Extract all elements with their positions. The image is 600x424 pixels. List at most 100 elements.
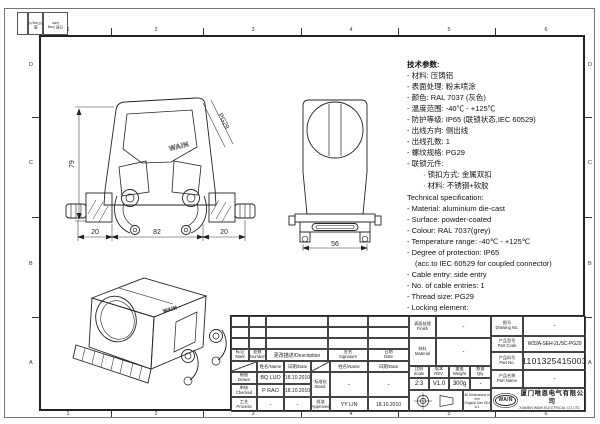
- corner-stub-dwgno: 图号/Dwg.No: [28, 12, 43, 35]
- tech-spec-en: Technical specification: - Material: alu…: [407, 192, 585, 335]
- hood-left-window: [118, 160, 150, 197]
- finish-value: -: [436, 316, 491, 338]
- company-name-cn: 厦门唯恩电气有限公司: [520, 389, 584, 405]
- grid-tick: [301, 28, 302, 35]
- standardized-date: -: [368, 372, 409, 397]
- revision-empty-cell: [368, 316, 409, 327]
- first-angle-projection-icon: [414, 392, 454, 410]
- revision-empty-cell: [266, 327, 328, 338]
- hood-outline: [103, 97, 217, 206]
- grid-tick: [111, 410, 112, 417]
- iso-latch-pivot-lower: [181, 349, 195, 363]
- side-flange-bottom: [299, 221, 371, 233]
- part-code-value: W32A-SEH-2L/SC-PG29: [523, 336, 586, 352]
- grid-tick: [585, 217, 592, 218]
- grid-tick: [301, 410, 302, 417]
- standardized-name: -: [330, 372, 368, 397]
- side-foot-left: [299, 231, 311, 243]
- left-flange-hatch: [87, 199, 109, 223]
- svg-text:WAIN: WAIN: [169, 141, 190, 153]
- spec-line: - Material: aluminium die-cast: [407, 204, 505, 213]
- revision-empty-cell: [231, 327, 249, 338]
- weight-value: 300g: [449, 378, 470, 390]
- grid-number-bottom: 6: [544, 411, 548, 417]
- spec-line: - Colour: RAL 7037(grey): [407, 226, 491, 235]
- grid-tick: [495, 410, 496, 417]
- spec-line: (acc.to IEC 60529 for coupled connector): [415, 259, 552, 268]
- dim-middle-label: 82: [153, 229, 161, 236]
- name-header: 姓名/Name: [330, 361, 368, 372]
- grid-number-bottom: 3: [251, 411, 255, 417]
- grid-tick: [111, 28, 112, 35]
- checked-name: P RAO: [257, 384, 284, 397]
- right-flange: [208, 192, 236, 223]
- date-header: 日期/Date: [368, 361, 409, 372]
- grid-tick: [585, 117, 592, 118]
- approved-date: 18.10.2010: [368, 397, 409, 412]
- left-flange: [85, 192, 113, 223]
- revision-empty-cell: [249, 327, 266, 338]
- spec-line: - 联锁元件:: [407, 159, 444, 168]
- rev-value: V1.0: [429, 378, 449, 390]
- spec-line: - 出线孔数: 1: [407, 137, 450, 146]
- outer-border: [4, 8, 595, 418]
- tech-spec-cn: 技术参数: - 材料: 压铸铝 - 表面处理: 粉末喷涂 - 颜色: RAL 7…: [407, 59, 585, 191]
- diagonal-cell: [311, 361, 330, 372]
- spec-line: - 出线方向: 侧出线: [407, 126, 469, 135]
- drawn-name: BQ LUO: [257, 372, 284, 384]
- revision-empty-cell: [328, 327, 368, 338]
- date-header: 日期/Date: [284, 361, 311, 372]
- iso-wain-logo: WAIN: [162, 305, 178, 315]
- iso-front-window: [173, 311, 198, 353]
- front-wain-logo: WAIN: [168, 141, 190, 153]
- part-no-value: 1101325415003: [523, 352, 586, 370]
- revision-empty-cell: [249, 316, 266, 327]
- revision-description-header: 更改描述/Description: [266, 349, 328, 361]
- grid-tick: [32, 317, 39, 318]
- side-dimensions: [302, 244, 368, 251]
- spec-line: - No. of cable entries: 1: [407, 281, 485, 290]
- qty-value: -: [470, 378, 491, 390]
- spec-line: - 防护等级: IP65 (联锁状态,IEC 60529): [407, 115, 536, 124]
- spec-line: - Surface: powder-coated: [407, 215, 492, 224]
- scale-value: 2:3: [409, 378, 429, 390]
- grid-number-bottom: 1: [66, 411, 70, 417]
- iso-left-face: [88, 297, 155, 370]
- revision-empty-cell: [266, 338, 328, 349]
- wain-logo: WAIN: [495, 394, 517, 406]
- revision-empty-cell: [231, 338, 249, 349]
- spec-line: - 表面处理: 粉末喷涂: [407, 82, 476, 91]
- grid-letter-right: A: [588, 360, 592, 366]
- grid-number-top: 2: [154, 27, 158, 33]
- iso-latch-hook-upper: [217, 329, 227, 361]
- grid-letter-right: D: [588, 62, 592, 68]
- left-latch-pivot: [121, 189, 139, 207]
- spec-line: - Cable entry: side entry: [407, 270, 487, 279]
- revision-empty-cell: [368, 338, 409, 349]
- iso-base-flange: [72, 344, 152, 384]
- corner-stub-empty: [17, 12, 28, 35]
- grid-number-bottom: 4: [349, 411, 353, 417]
- grid-letter-left: A: [29, 360, 33, 366]
- approved-name: YY LIN: [330, 397, 368, 412]
- grid-letter-left: D: [29, 62, 33, 68]
- tech-spec-cn-title: 技术参数:: [407, 60, 440, 69]
- front-view: [65, 97, 256, 235]
- hood-right-window: [171, 160, 202, 196]
- diagonal-cell: [231, 361, 257, 372]
- drawn-date: 18.10.2010: [284, 372, 311, 384]
- grid-letter-left: C: [29, 160, 33, 166]
- right-flange-hatch: [210, 199, 232, 223]
